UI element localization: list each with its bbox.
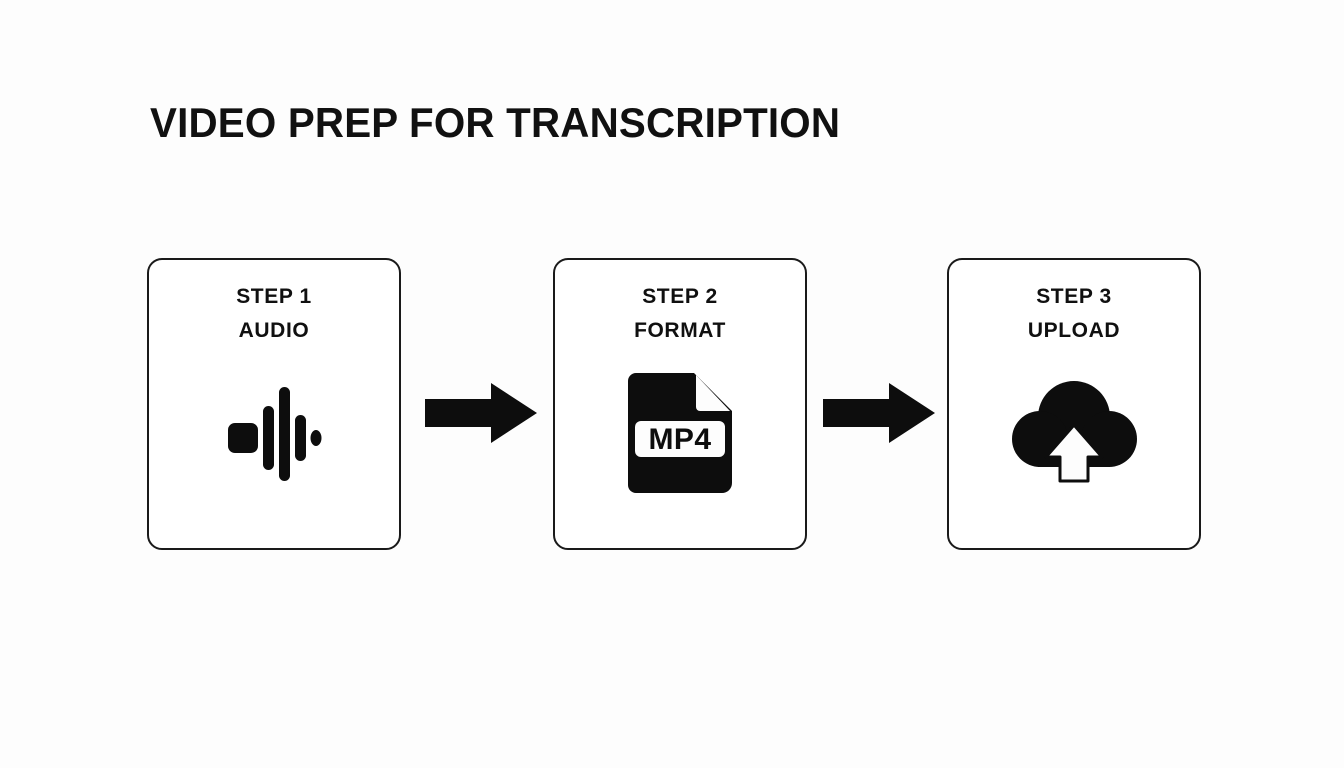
step-card-upload[interactable]: STEP 3 UPLOAD — [947, 258, 1201, 550]
step-card-labels: STEP 1 AUDIO — [149, 280, 399, 348]
step-name-label: FORMAT — [634, 319, 726, 342]
step-card-audio[interactable]: STEP 1 AUDIO — [147, 258, 401, 550]
cloud-upload-icon — [949, 368, 1199, 498]
mp4-file-icon: MP4 — [555, 368, 805, 498]
page-title: VIDEO PREP FOR TRANSCRIPTION — [150, 99, 841, 146]
mp4-badge-text: MP4 — [649, 423, 712, 456]
step-name-label: UPLOAD — [1027, 319, 1121, 342]
step-name-label: AUDIO — [238, 319, 310, 342]
step-card-labels: STEP 3 UPLOAD — [949, 280, 1199, 348]
arrow-right-icon — [425, 383, 537, 443]
step-number-label: STEP 1 — [236, 285, 312, 308]
step-number-label: STEP 2 — [642, 285, 718, 308]
arrow-right-icon — [823, 383, 935, 443]
audio-waveform-icon — [149, 368, 399, 498]
step-card-format[interactable]: STEP 2 FORMAT MP4 — [553, 258, 807, 550]
step-card-labels: STEP 2 FORMAT — [555, 280, 805, 348]
step-number-label: STEP 3 — [1036, 285, 1112, 308]
process-flow: STEP 1 AUDIO STEP 2 — [147, 258, 1204, 550]
